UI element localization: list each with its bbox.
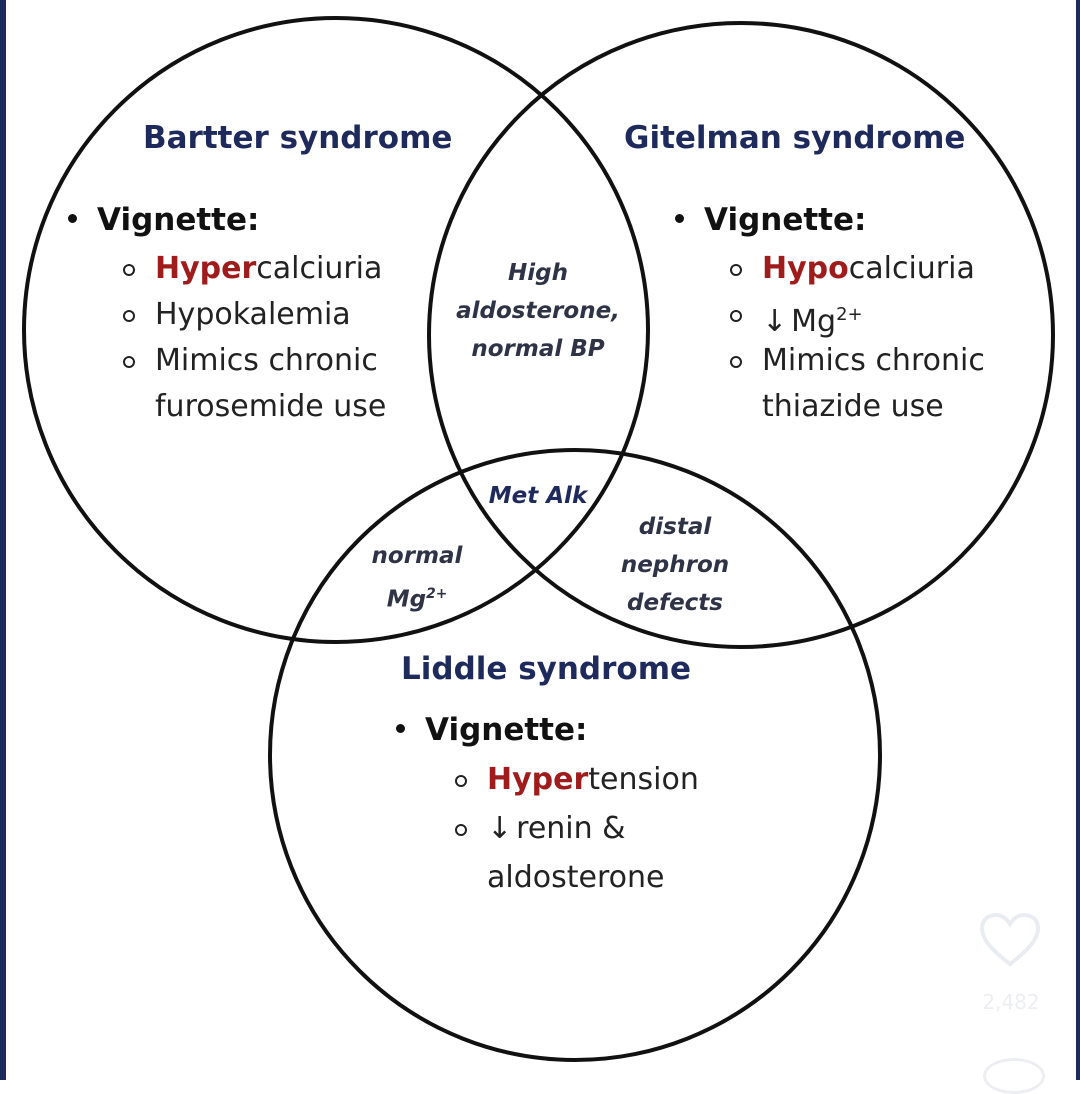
gitelman-item-hypocalciuria: Hypocalciuria [730, 246, 975, 292]
gitelman-title: Gitelman syndrome [624, 120, 966, 156]
gitelman-item-mg: ↓Mg2+ [730, 292, 863, 345]
overlap-line: aldosterone, [456, 298, 620, 324]
bartter-item-hypercalciuria: Hypercalciuria [123, 246, 383, 292]
down-arrow-icon: ↓ [487, 811, 513, 846]
overlap-bartter-gitelman: High aldosterone, normal BP [438, 254, 638, 368]
overlap-bartter-liddle: normal Mg2+ [352, 537, 482, 619]
liddle-vignette: Vignette: [396, 712, 587, 748]
superscript: 2+ [836, 304, 863, 325]
like-count: 2,482 [982, 990, 1040, 1014]
circle-bullet-icon [123, 264, 135, 276]
overlap-gitelman-liddle: distal nephron defects [600, 508, 750, 622]
circle-bullet-icon [123, 356, 135, 368]
gitelman-circle [427, 21, 1055, 649]
overlap-line: normal BP [471, 336, 605, 362]
liddle-title: Liddle syndrome [401, 651, 692, 687]
frame-border-left [0, 0, 6, 1080]
item-text: Hypokalemia [155, 297, 351, 332]
item-text: tension [588, 762, 699, 797]
circle-bullet-icon [123, 310, 135, 322]
circle-bullet-icon [730, 310, 742, 322]
heart-icon[interactable] [979, 912, 1041, 968]
circle-bullet-icon [455, 824, 467, 836]
bartter-item-hypokalemia: Hypokalemia [123, 292, 351, 338]
overlap-line: distal [638, 514, 712, 540]
circle-bullet-icon [455, 775, 467, 787]
frame-border-right [1076, 0, 1080, 1080]
vignette-label: Vignette: [97, 202, 260, 238]
bullet-icon [396, 724, 405, 733]
bullet-icon [675, 214, 684, 223]
bartter-circle [22, 16, 650, 644]
item-text: calciuria [848, 251, 975, 286]
bartter-title: Bartter syndrome [143, 120, 453, 156]
overlap-line: normal [371, 543, 463, 569]
circle-bullet-icon [730, 356, 742, 368]
overlap-line: nephron [620, 552, 730, 578]
liddle-item-renin: ↓renin & [455, 806, 626, 852]
liddle-item-renin-line2: aldosterone [487, 860, 665, 895]
down-arrow-icon: ↓ [762, 304, 788, 339]
vignette-label: Vignette: [704, 202, 867, 238]
liddle-item-hypertension: Hypertension [455, 757, 699, 803]
item-text: Mimics chronic [762, 343, 985, 378]
item-text: Mimics chronic [155, 343, 378, 378]
emphasis-prefix: Hyper [155, 251, 257, 286]
bullet-icon [68, 214, 77, 223]
emphasis-prefix: Hyper [487, 762, 589, 797]
circle-bullet-icon [730, 264, 742, 276]
emphasis-prefix: Hypo [762, 251, 849, 286]
overlap-line: High [508, 260, 568, 286]
vignette-label: Vignette: [425, 712, 588, 748]
bartter-item-mimics-line2: furosemide use [155, 389, 387, 424]
item-text: calciuria [256, 251, 383, 286]
item-text: Mg [791, 304, 837, 339]
bartter-item-mimics: Mimics chronic [123, 338, 378, 384]
bartter-vignette: Vignette: [68, 202, 259, 238]
liddle-circle [268, 448, 882, 1062]
item-text: renin & [516, 811, 626, 846]
overlap-line: defects [627, 590, 723, 616]
gitelman-vignette: Vignette: [675, 202, 866, 238]
share-icon[interactable] [983, 1058, 1045, 1094]
overlap-all-three: Met Alk [488, 483, 588, 509]
gitelman-item-mimics: Mimics chronic [730, 338, 985, 384]
gitelman-item-mimics-line2: thiazide use [762, 389, 944, 424]
overlap-line: Mg2+ [386, 586, 448, 613]
